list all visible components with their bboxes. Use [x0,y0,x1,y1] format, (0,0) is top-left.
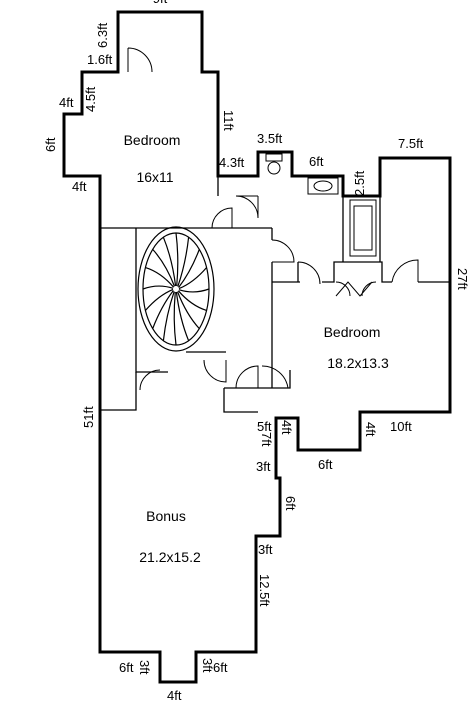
dim-6-bath: 6ft [309,154,324,169]
sink-bowl [313,180,333,192]
stair-tread [175,232,179,287]
door-landing [203,359,227,383]
dim-12-5: 12.5ft [257,574,272,607]
room-name-bonus: Bonus [146,508,186,524]
dim-1-6: 1.6ft [87,52,113,67]
stair-tread [145,267,175,288]
dim-6-bottom-right: 6ft [213,660,228,675]
stair-tread [152,248,176,287]
dim-top-width: 9ft [153,0,168,6]
door-closet-double [335,281,377,297]
bathtub-inner [353,205,373,251]
interior-wall-bath [342,196,381,262]
dim-2-5: 2.5ft [352,170,367,196]
stair-tread [152,290,174,329]
room-size-bedroom-1: 16x11 [136,169,173,185]
toilet-tank [265,153,283,162]
dim-3-a: 3ft [256,459,271,474]
interior-wall-bedroom2-top [272,261,450,283]
door-landing-2 [235,365,259,389]
stair-tread [176,291,200,330]
stair-tread [178,288,210,293]
dim-4-5: 4.5ft [83,86,98,112]
room-name-bedroom-1: Bedroom [124,132,181,148]
dim-4-right: 4ft [363,422,378,437]
dim-10: 10ft [390,419,412,434]
dim-3-b: 3ft [258,542,273,557]
door-hall-1 [211,207,233,229]
stair-tread [177,237,190,287]
stair-tread [175,291,190,341]
dim-5: 5ft [257,419,272,434]
door-bedroom1-hall [235,195,259,219]
stair-tread [178,267,207,290]
interior-wall-landing [223,370,291,413]
interior-wall-bonus-top [100,372,137,411]
dim-7-5: 7.5ft [398,136,424,151]
door-stair [139,369,161,391]
stair-tread [173,291,177,346]
dim-11: 11ft [221,110,236,131]
dim-27: 27ft [455,268,470,290]
door-bedroom1-top [127,47,153,73]
dim-7: 7ft [259,432,274,447]
toilet [267,161,281,175]
exterior-wall [62,10,452,684]
dim-4-3: 4.3ft [219,155,245,170]
door-landing-3 [261,365,289,389]
room-size-bedroom-2: 18.2x13.3 [327,355,389,371]
door-hall-2 [271,239,295,263]
dim-6-3: 6.3ft [95,22,110,48]
dim-51: 51ft [81,406,96,428]
dim-4-left-bottom: 4ft [72,179,87,194]
stair-tread [145,288,174,311]
stair-tread [178,249,200,288]
dim-4-notch: 4ft [279,420,294,435]
spiral-staircase [137,226,215,352]
door-bedroom2-left [297,261,321,285]
dim-4-left-top: 4ft [59,95,74,110]
dim-6-left: 6ft [43,137,58,152]
dim-4-bottom: 4ft [167,688,182,703]
stair-tread [142,285,174,290]
stair-tread [162,237,177,287]
dim-6-bottom-left: 6ft [119,660,134,675]
dim-3-bottom-right: 3ft [200,658,215,673]
interior-wall-bedroom-divider [217,175,258,196]
room-name-bedroom-2: Bedroom [324,324,381,340]
dim-6-bonus: 6ft [283,496,298,511]
stair-tread [162,291,175,341]
dim-6-bottom: 6ft [318,457,333,472]
stair-tread [177,290,207,311]
dim-3-5: 3.5ft [257,131,283,146]
door-bedroom2-closet [391,259,419,283]
dim-3-bottom-left: 3ft [137,660,152,675]
room-size-bonus: 21.2x15.2 [139,549,201,565]
